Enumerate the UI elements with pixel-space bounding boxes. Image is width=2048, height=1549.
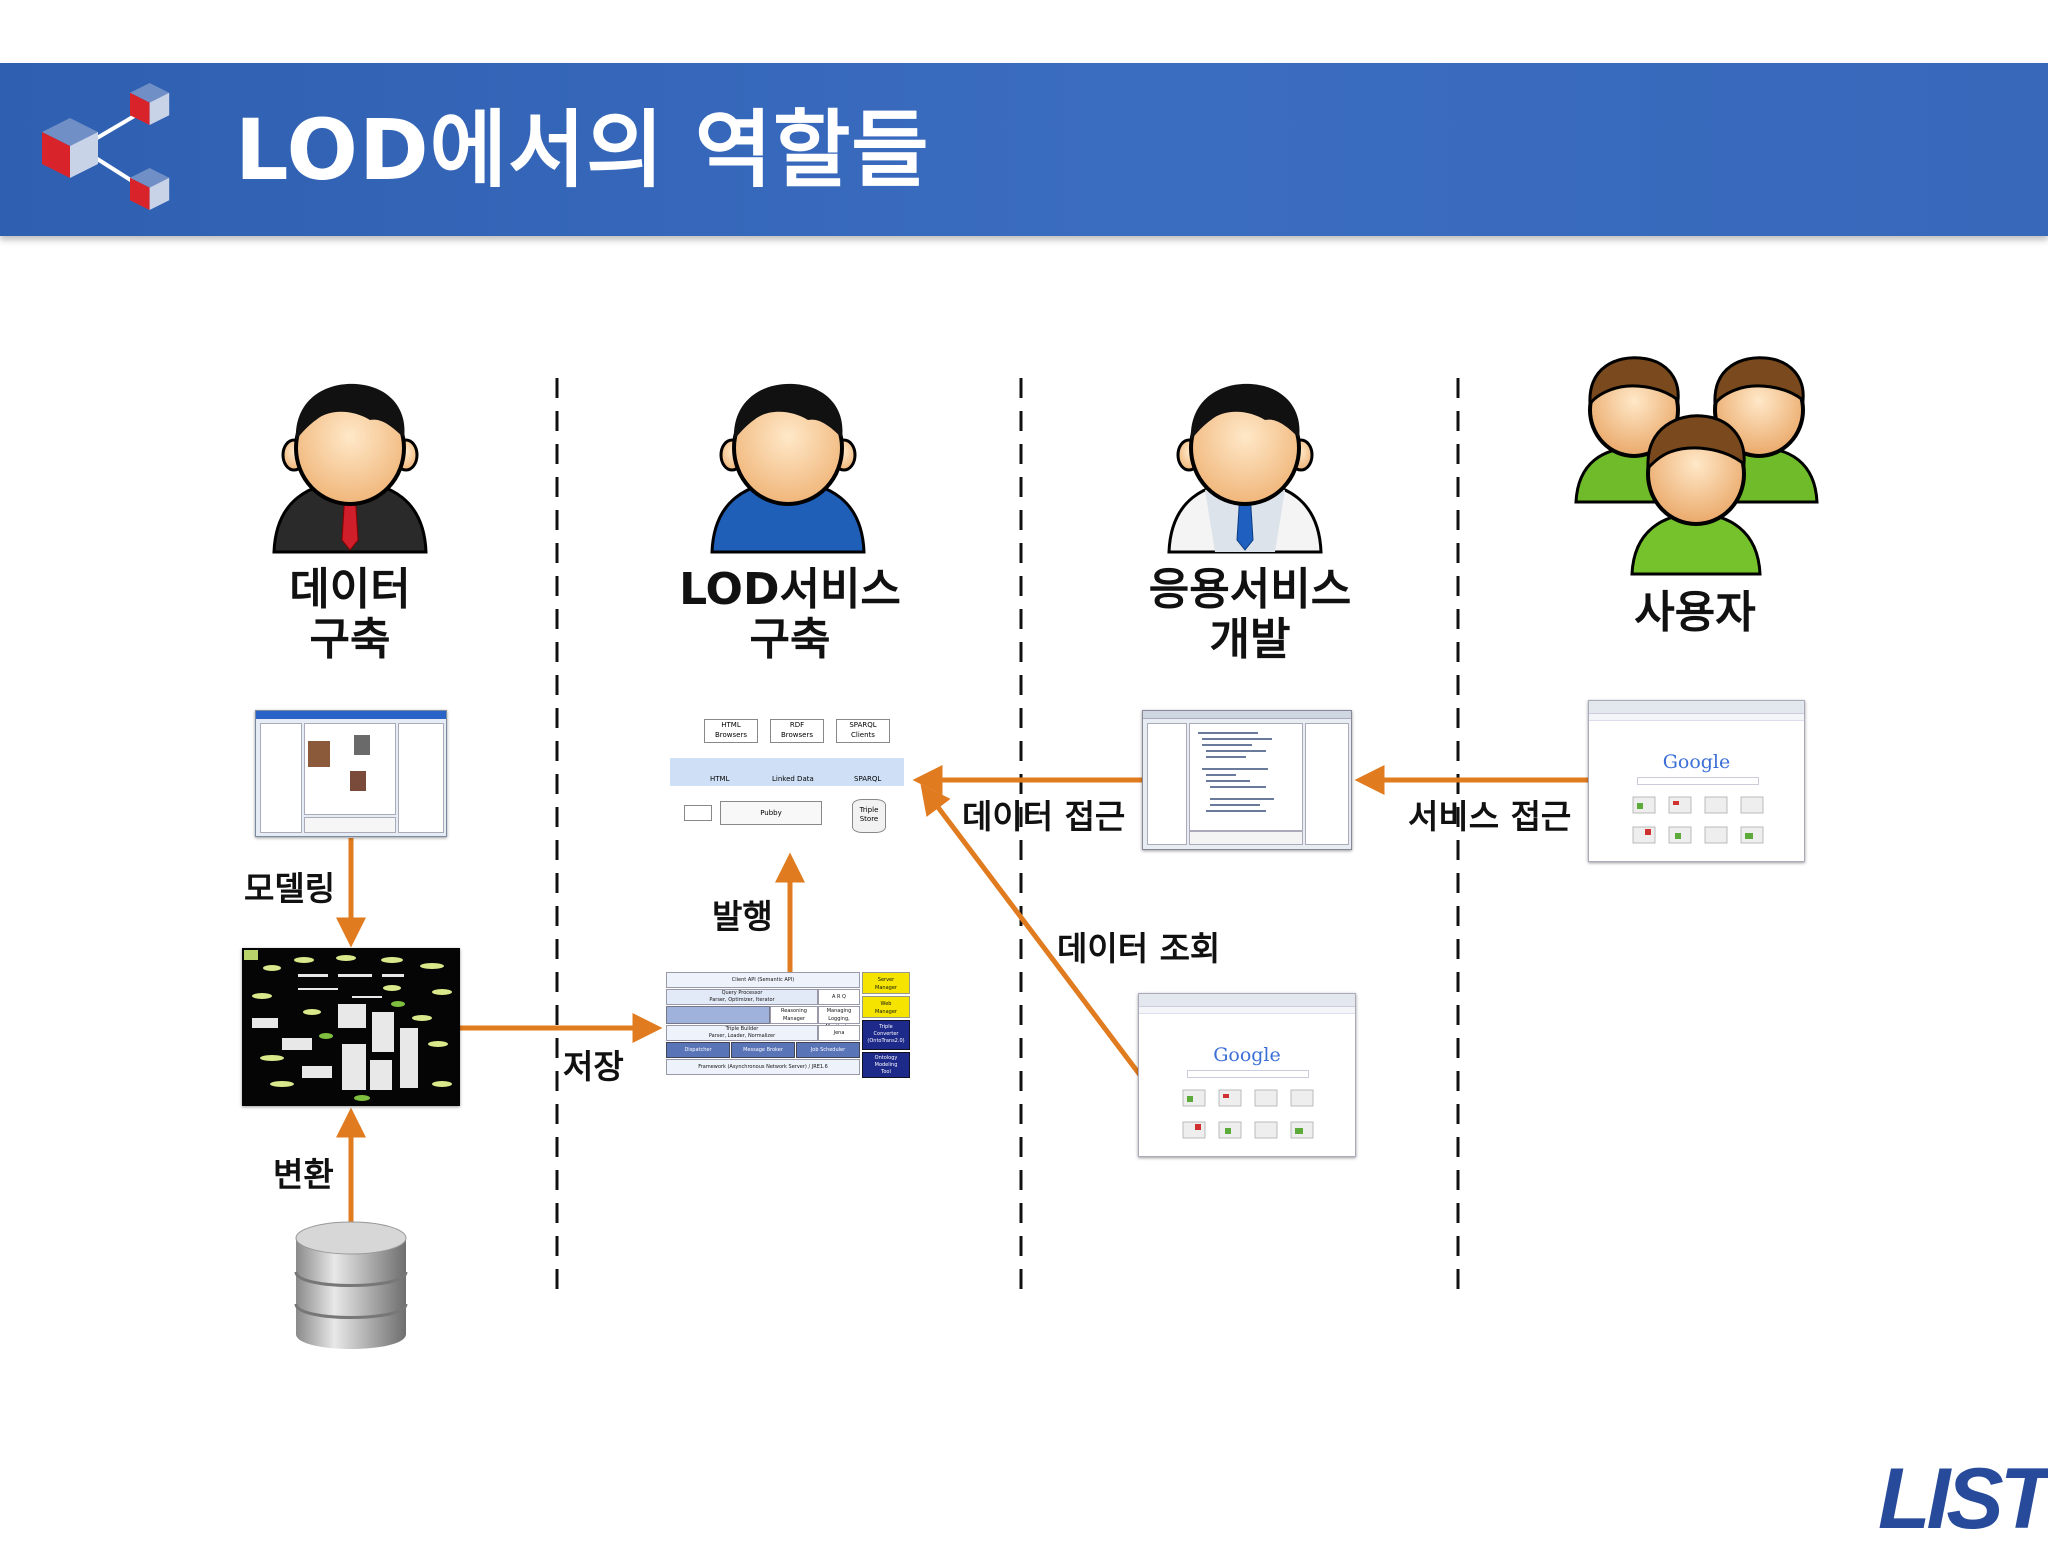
google-browser-screenshot-query: Google: [1138, 993, 1356, 1157]
store-label: 저장: [563, 1047, 624, 1086]
role-label-data-builder: 데이터 구축: [289, 564, 411, 665]
service-access-label: 서비스 접근: [1408, 797, 1572, 836]
data-query-arrow: [920, 784, 1142, 1077]
thumbnail-grid-icon: [1182, 1089, 1314, 1139]
transform-label: 변환: [273, 1155, 334, 1194]
page-title: LOD에서의 역할들: [235, 101, 930, 199]
users-group-icon: [1574, 356, 1819, 576]
role-label-lod-service: LOD서비스 구축: [679, 564, 901, 665]
server-architecture-diagram: Client API (Semantic API) Query Processo…: [666, 972, 911, 1084]
data-query-label: 데이터 조회: [1057, 929, 1221, 968]
role-label-users: 사용자: [1634, 587, 1756, 638]
modeling-label: 모델링: [244, 869, 336, 908]
google-logo: Google: [1213, 1044, 1281, 1066]
code-lines-icon: [1198, 732, 1274, 812]
linked-data-tag: Linked Data: [772, 775, 814, 783]
ontology-graph-icon: [244, 950, 452, 1101]
role-label-app-developer: 응용서비스 개발: [1148, 564, 1352, 665]
database-icon: [294, 1221, 408, 1349]
data-builder-person-icon: [272, 383, 428, 554]
data-access-label: 데이터 접근: [962, 797, 1126, 836]
ide-screenshot: [1142, 710, 1352, 850]
html-tag: HTML: [710, 775, 730, 783]
pubby-box: Pubby: [720, 801, 822, 825]
sparql-tag: SPARQL: [854, 775, 882, 783]
thumbnail-grid-icon: [1632, 796, 1764, 844]
lod-service-person-icon: [710, 383, 866, 554]
lod-logo-icon: [42, 83, 170, 210]
google-logo: Google: [1662, 751, 1731, 773]
publish-label: 발행: [712, 897, 773, 936]
modeling-tool-screenshot: [255, 710, 447, 837]
list-brand-logo: LIST: [1878, 1451, 2048, 1547]
google-browser-screenshot-users: Google: [1588, 700, 1805, 862]
header-banner: LOD에서의 역할들: [0, 63, 2048, 236]
ontology-graph-screenshot: [242, 948, 460, 1106]
app-developer-person-icon: [1167, 383, 1323, 554]
